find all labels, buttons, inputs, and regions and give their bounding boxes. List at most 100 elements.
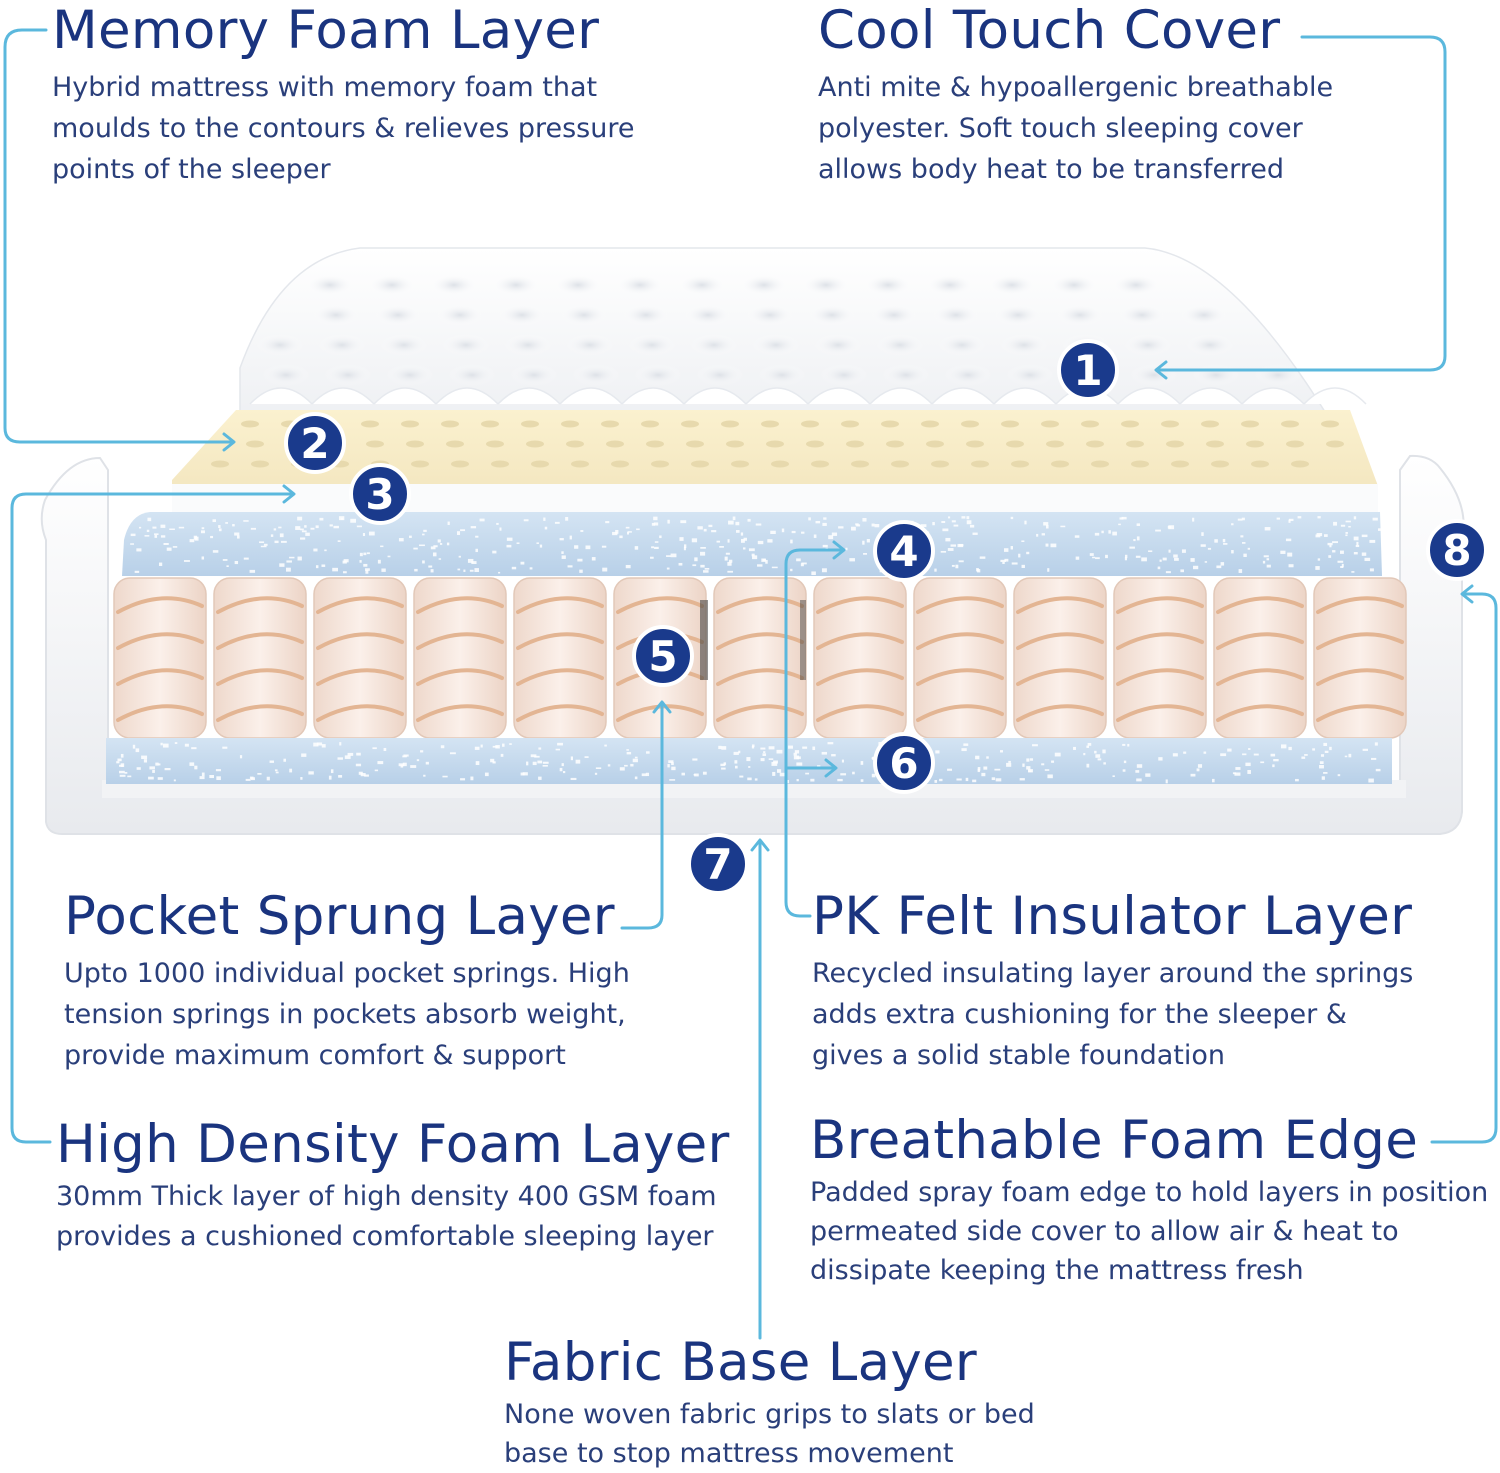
- felt-speckle: [471, 561, 477, 565]
- felt-speckle: [1060, 525, 1066, 528]
- felt-speckle: [1328, 555, 1332, 558]
- felt-speckle: [728, 520, 734, 525]
- felt-speckle: [977, 569, 981, 573]
- felt-speckle: [474, 746, 480, 750]
- quilt-scallop: [1179, 387, 1243, 405]
- felt-speckle: [286, 560, 292, 563]
- felt-speckle: [772, 771, 776, 776]
- felt-speckle: [1288, 518, 1294, 522]
- memory-foam-hole: [891, 460, 909, 468]
- felt-speckle: [542, 761, 549, 764]
- felt-speckle: [1327, 542, 1333, 546]
- felt-speckle: [1136, 778, 1142, 782]
- felt-speckle: [734, 765, 738, 769]
- felt-speckle: [1095, 754, 1101, 758]
- quilt-dimple: [938, 334, 986, 356]
- felt-speckle: [457, 568, 461, 571]
- felt-speckle: [201, 556, 205, 560]
- felt-speckle: [347, 752, 354, 756]
- felt-speckle: [460, 778, 466, 781]
- felt-speckle: [1121, 516, 1127, 520]
- felt-speckle: [1238, 569, 1243, 573]
- felt-speckle: [1329, 544, 1332, 548]
- felt-speckle: [1108, 530, 1111, 534]
- quilt-scallop: [249, 387, 313, 405]
- felt-speckle: [1234, 772, 1241, 776]
- felt-speckle: [1145, 773, 1151, 777]
- quilt-scallop: [807, 387, 871, 405]
- felt-speckle: [860, 779, 864, 782]
- quilt-dimple: [368, 274, 416, 296]
- quilt-dimple: [622, 304, 670, 326]
- quilt-dimple: [1056, 304, 1104, 326]
- felt-speckle: [1377, 528, 1382, 531]
- felt-speckle: [981, 772, 986, 777]
- felt-speckle: [601, 545, 607, 548]
- felt-speckle: [428, 565, 433, 568]
- quilt-dimple: [430, 274, 478, 296]
- felt-speckle: [402, 762, 407, 767]
- label-fabric-base-layer: Fabric Base Layer None woven fabric grip…: [504, 1336, 1035, 1473]
- arrow-head-cool-touch: [1154, 360, 1168, 380]
- felt-speckle: [683, 546, 686, 551]
- felt-speckle: [1253, 753, 1259, 756]
- felt-speckle: [423, 774, 426, 777]
- felt-speckle: [492, 761, 496, 764]
- felt-speckle: [625, 564, 631, 569]
- quilt-dimple: [1124, 334, 1172, 356]
- felt-speckle: [794, 750, 800, 754]
- marker-2: 2: [284, 412, 346, 474]
- quilt-dimple: [448, 364, 496, 386]
- felt-speckle: [1241, 517, 1245, 521]
- felt-speckle: [439, 543, 443, 545]
- felt-speckle: [297, 516, 303, 521]
- felt-speckle: [1004, 548, 1009, 552]
- felt-speckle: [1190, 773, 1196, 777]
- felt-speckle: [1122, 743, 1126, 746]
- felt-speckle: [162, 743, 169, 748]
- felt-speckle: [725, 552, 730, 555]
- felt-speckle: [1201, 532, 1204, 536]
- felt-speckle: [1180, 569, 1185, 573]
- quilt-dimple: [442, 334, 490, 356]
- felt-speckle: [1074, 535, 1080, 538]
- felt-speckle: [636, 528, 640, 531]
- felt-speckle: [539, 544, 543, 548]
- felt-speckle: [561, 555, 566, 559]
- felt-speckle: [680, 520, 687, 524]
- quilt-dimple: [802, 274, 850, 296]
- felt-speckle: [594, 772, 598, 775]
- memory-foam-hole: [1041, 420, 1059, 428]
- quilt-dimple: [262, 364, 310, 386]
- felt-speckle: [1026, 766, 1031, 770]
- felt-speckle: [567, 565, 573, 568]
- felt-speckle: [1010, 516, 1014, 520]
- felt-speckle: [746, 757, 751, 762]
- memory-foam-hole: [771, 460, 789, 468]
- felt-speckle: [433, 545, 438, 548]
- felt-speckle: [591, 557, 596, 561]
- felt-speckle: [734, 760, 738, 764]
- felt-speckle: [874, 524, 880, 528]
- felt-speckle: [1247, 547, 1251, 550]
- memory-foam-hole: [971, 460, 989, 468]
- felt-speckle: [584, 756, 589, 758]
- felt-speckle: [1362, 748, 1369, 751]
- felt-speckle: [532, 761, 537, 766]
- cool-touch-cover-description: Anti mite & hypoallergenic breathable po…: [818, 72, 1334, 185]
- spring-gap-shadow: [800, 600, 806, 680]
- quilt-scallop: [373, 387, 437, 405]
- felt-speckle: [1317, 516, 1321, 519]
- spring-pocket: [913, 577, 1007, 739]
- felt-speckle: [708, 524, 713, 528]
- shell-inner-floor: [102, 780, 1406, 798]
- felt-speckle: [562, 771, 566, 774]
- felt-speckle: [1073, 746, 1076, 750]
- felt-speckle: [1196, 768, 1200, 772]
- felt-speckle: [1112, 531, 1117, 536]
- memory-foam-hole: [651, 460, 669, 468]
- felt-speckle: [684, 544, 687, 549]
- felt-speckle: [338, 516, 345, 521]
